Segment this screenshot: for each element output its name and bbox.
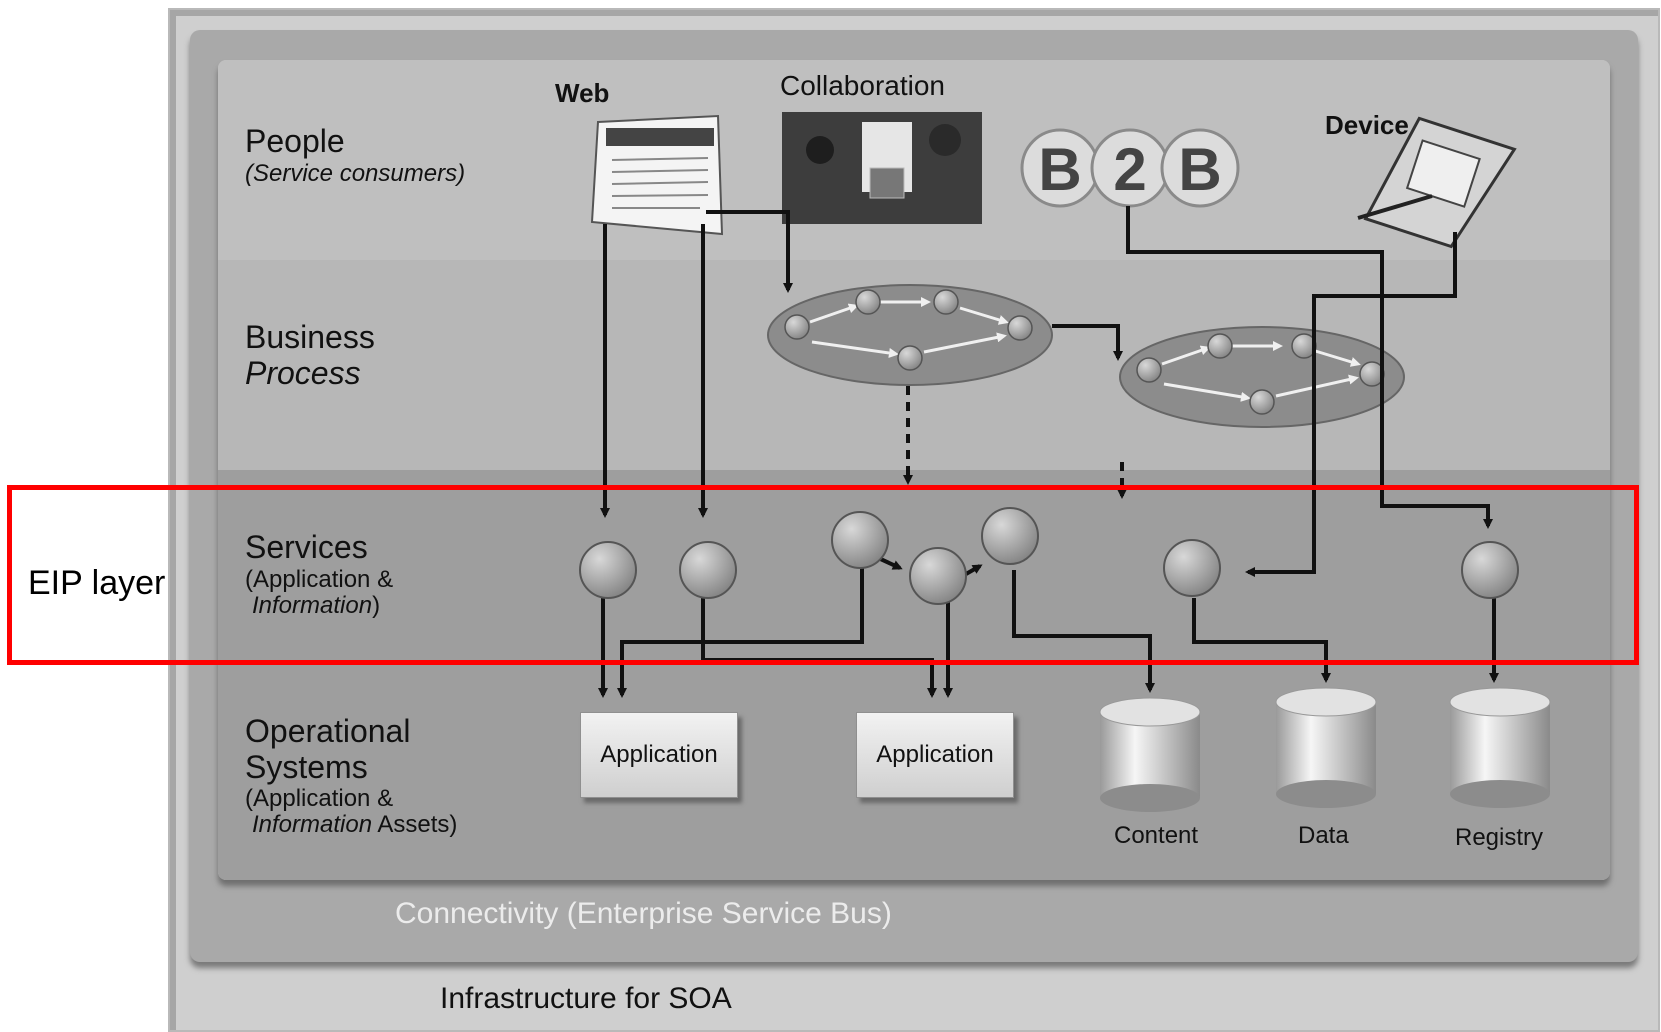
registry-label: Registry xyxy=(1455,824,1544,851)
service-node-6 xyxy=(1163,539,1221,597)
operational-title-line2: Systems xyxy=(245,749,368,785)
people-title: People xyxy=(245,123,345,159)
business-process-title-line2: Process xyxy=(245,355,361,391)
services-sub2-rest: ) xyxy=(372,592,381,619)
collaboration-photo-icon xyxy=(782,112,982,224)
b2b-letter-3: B xyxy=(1178,136,1221,203)
business-process-flow-2 xyxy=(1119,326,1405,428)
service-node-3 xyxy=(831,511,889,569)
data-label: Data xyxy=(1298,822,1349,849)
b2b-letter-1: B xyxy=(1038,136,1081,203)
services-sub2: Information) xyxy=(252,593,380,619)
service-node-7 xyxy=(1461,541,1519,599)
application-box-2: Application xyxy=(856,712,1014,798)
connector-lines xyxy=(598,206,1499,698)
service-node-4 xyxy=(909,547,967,605)
services-band xyxy=(218,470,1610,880)
services-title: Services xyxy=(245,529,368,565)
data-store xyxy=(1275,687,1377,808)
dashed-connectors xyxy=(903,386,1127,499)
content-label: Content xyxy=(1114,822,1199,849)
operational-sub2-rest: Assets) xyxy=(372,811,458,838)
services-sub2-italic: Information xyxy=(252,592,373,619)
operational-sub2: Information Assets) xyxy=(252,812,457,838)
operational-sub1: (Application & xyxy=(245,785,394,812)
eip-layer-label: EIP layer xyxy=(28,564,166,602)
people-subtitle: (Service consumers) xyxy=(245,160,466,187)
service-node-5 xyxy=(981,507,1039,565)
application-box-1: Application xyxy=(580,712,738,798)
service-node-2 xyxy=(679,541,737,599)
registry-store xyxy=(1449,687,1551,808)
infrastructure-label: Infrastructure for SOA xyxy=(440,982,732,1015)
pda-device-icon xyxy=(1357,116,1517,249)
b2b-icon: B 2 B xyxy=(1020,128,1240,208)
eip-layer-highlight xyxy=(7,485,1639,665)
web-label: Web xyxy=(555,78,610,108)
connectivity-label: Connectivity (Enterprise Service Bus) xyxy=(395,897,892,930)
operational-sub2-italic: Information xyxy=(252,811,373,838)
collaboration-label: Collaboration xyxy=(780,70,945,101)
web-page-icon xyxy=(590,114,724,236)
business-process-title-line1: Business xyxy=(245,319,375,355)
service-nodes xyxy=(579,507,1519,605)
services-sub1: (Application & xyxy=(245,566,394,593)
content-store xyxy=(1099,697,1201,812)
operational-title-line1: Operational xyxy=(245,713,411,749)
service-node-1 xyxy=(579,541,637,599)
device-label: Device xyxy=(1325,110,1409,140)
b2b-letter-2: 2 xyxy=(1113,136,1146,203)
business-process-flow-1 xyxy=(767,284,1053,386)
